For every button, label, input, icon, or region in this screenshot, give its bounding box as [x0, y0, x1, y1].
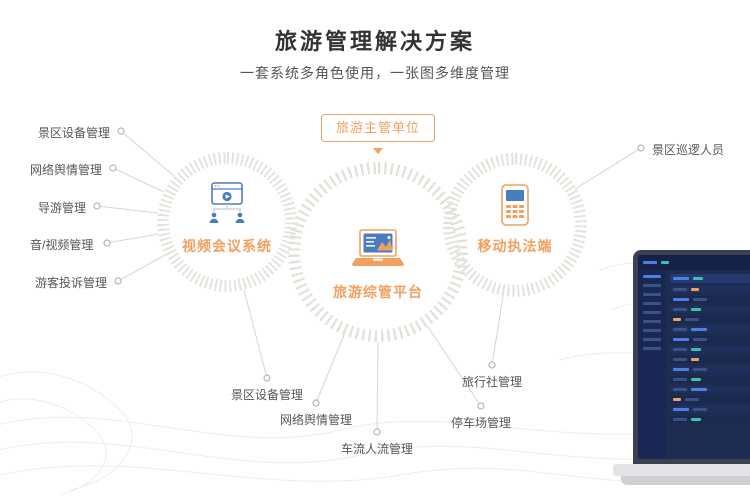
label-bottom-travel-agency: 旅行社管理	[462, 375, 523, 389]
label-left-av-management: 音/视频管理	[30, 238, 94, 252]
node-mobile: 移动执法端	[455, 184, 575, 256]
arrow-down-icon	[373, 148, 383, 154]
authority-label: 旅游主管单位	[320, 114, 436, 142]
label-left-guide-management: 导游管理	[38, 201, 87, 215]
laptop-base	[613, 464, 750, 476]
ring-video-conference	[157, 152, 297, 292]
page-title: 旅游管理解决方案	[274, 29, 475, 54]
dashboard-sidebar	[638, 270, 666, 459]
label-bottom-scenic-equipment: 景区设备管理	[231, 388, 304, 402]
dashboard-ui	[638, 255, 750, 459]
label-right-patrol-staff: 景区巡逻人员	[652, 143, 725, 157]
node-platform: 旅游综管平台	[308, 228, 448, 302]
node-label-platform: 旅游综管平台	[333, 284, 423, 300]
node-label-video-conference: 视频会议系统	[182, 238, 272, 254]
label-left-scenic-equipment: 景区设备管理	[38, 126, 111, 140]
video-conference-icon	[204, 182, 250, 231]
laptop-base-bottom	[621, 476, 750, 485]
laptop-screen	[633, 250, 750, 464]
dashboard-header	[638, 255, 750, 270]
mobile-terminal-icon	[498, 184, 532, 231]
label-bottom-traffic-flow: 车流人流管理	[341, 442, 414, 456]
label-left-complaint-management: 游客投诉管理	[35, 276, 108, 290]
node-video-conference: 视频会议系统	[167, 182, 287, 256]
laptop-dashboard-mockup	[613, 250, 750, 498]
label-bottom-parking: 停车场管理	[451, 416, 512, 430]
label-bottom-network-opinion: 网络舆情管理	[280, 413, 353, 427]
node-label-mobile: 移动执法端	[477, 238, 553, 254]
laptop-chart-icon	[348, 228, 408, 277]
label-left-network-opinion: 网络舆情管理	[30, 163, 103, 177]
dashboard-content	[666, 270, 750, 423]
page-subtitle: 一套系统多角色使用，一张图多维度管理	[240, 65, 510, 81]
